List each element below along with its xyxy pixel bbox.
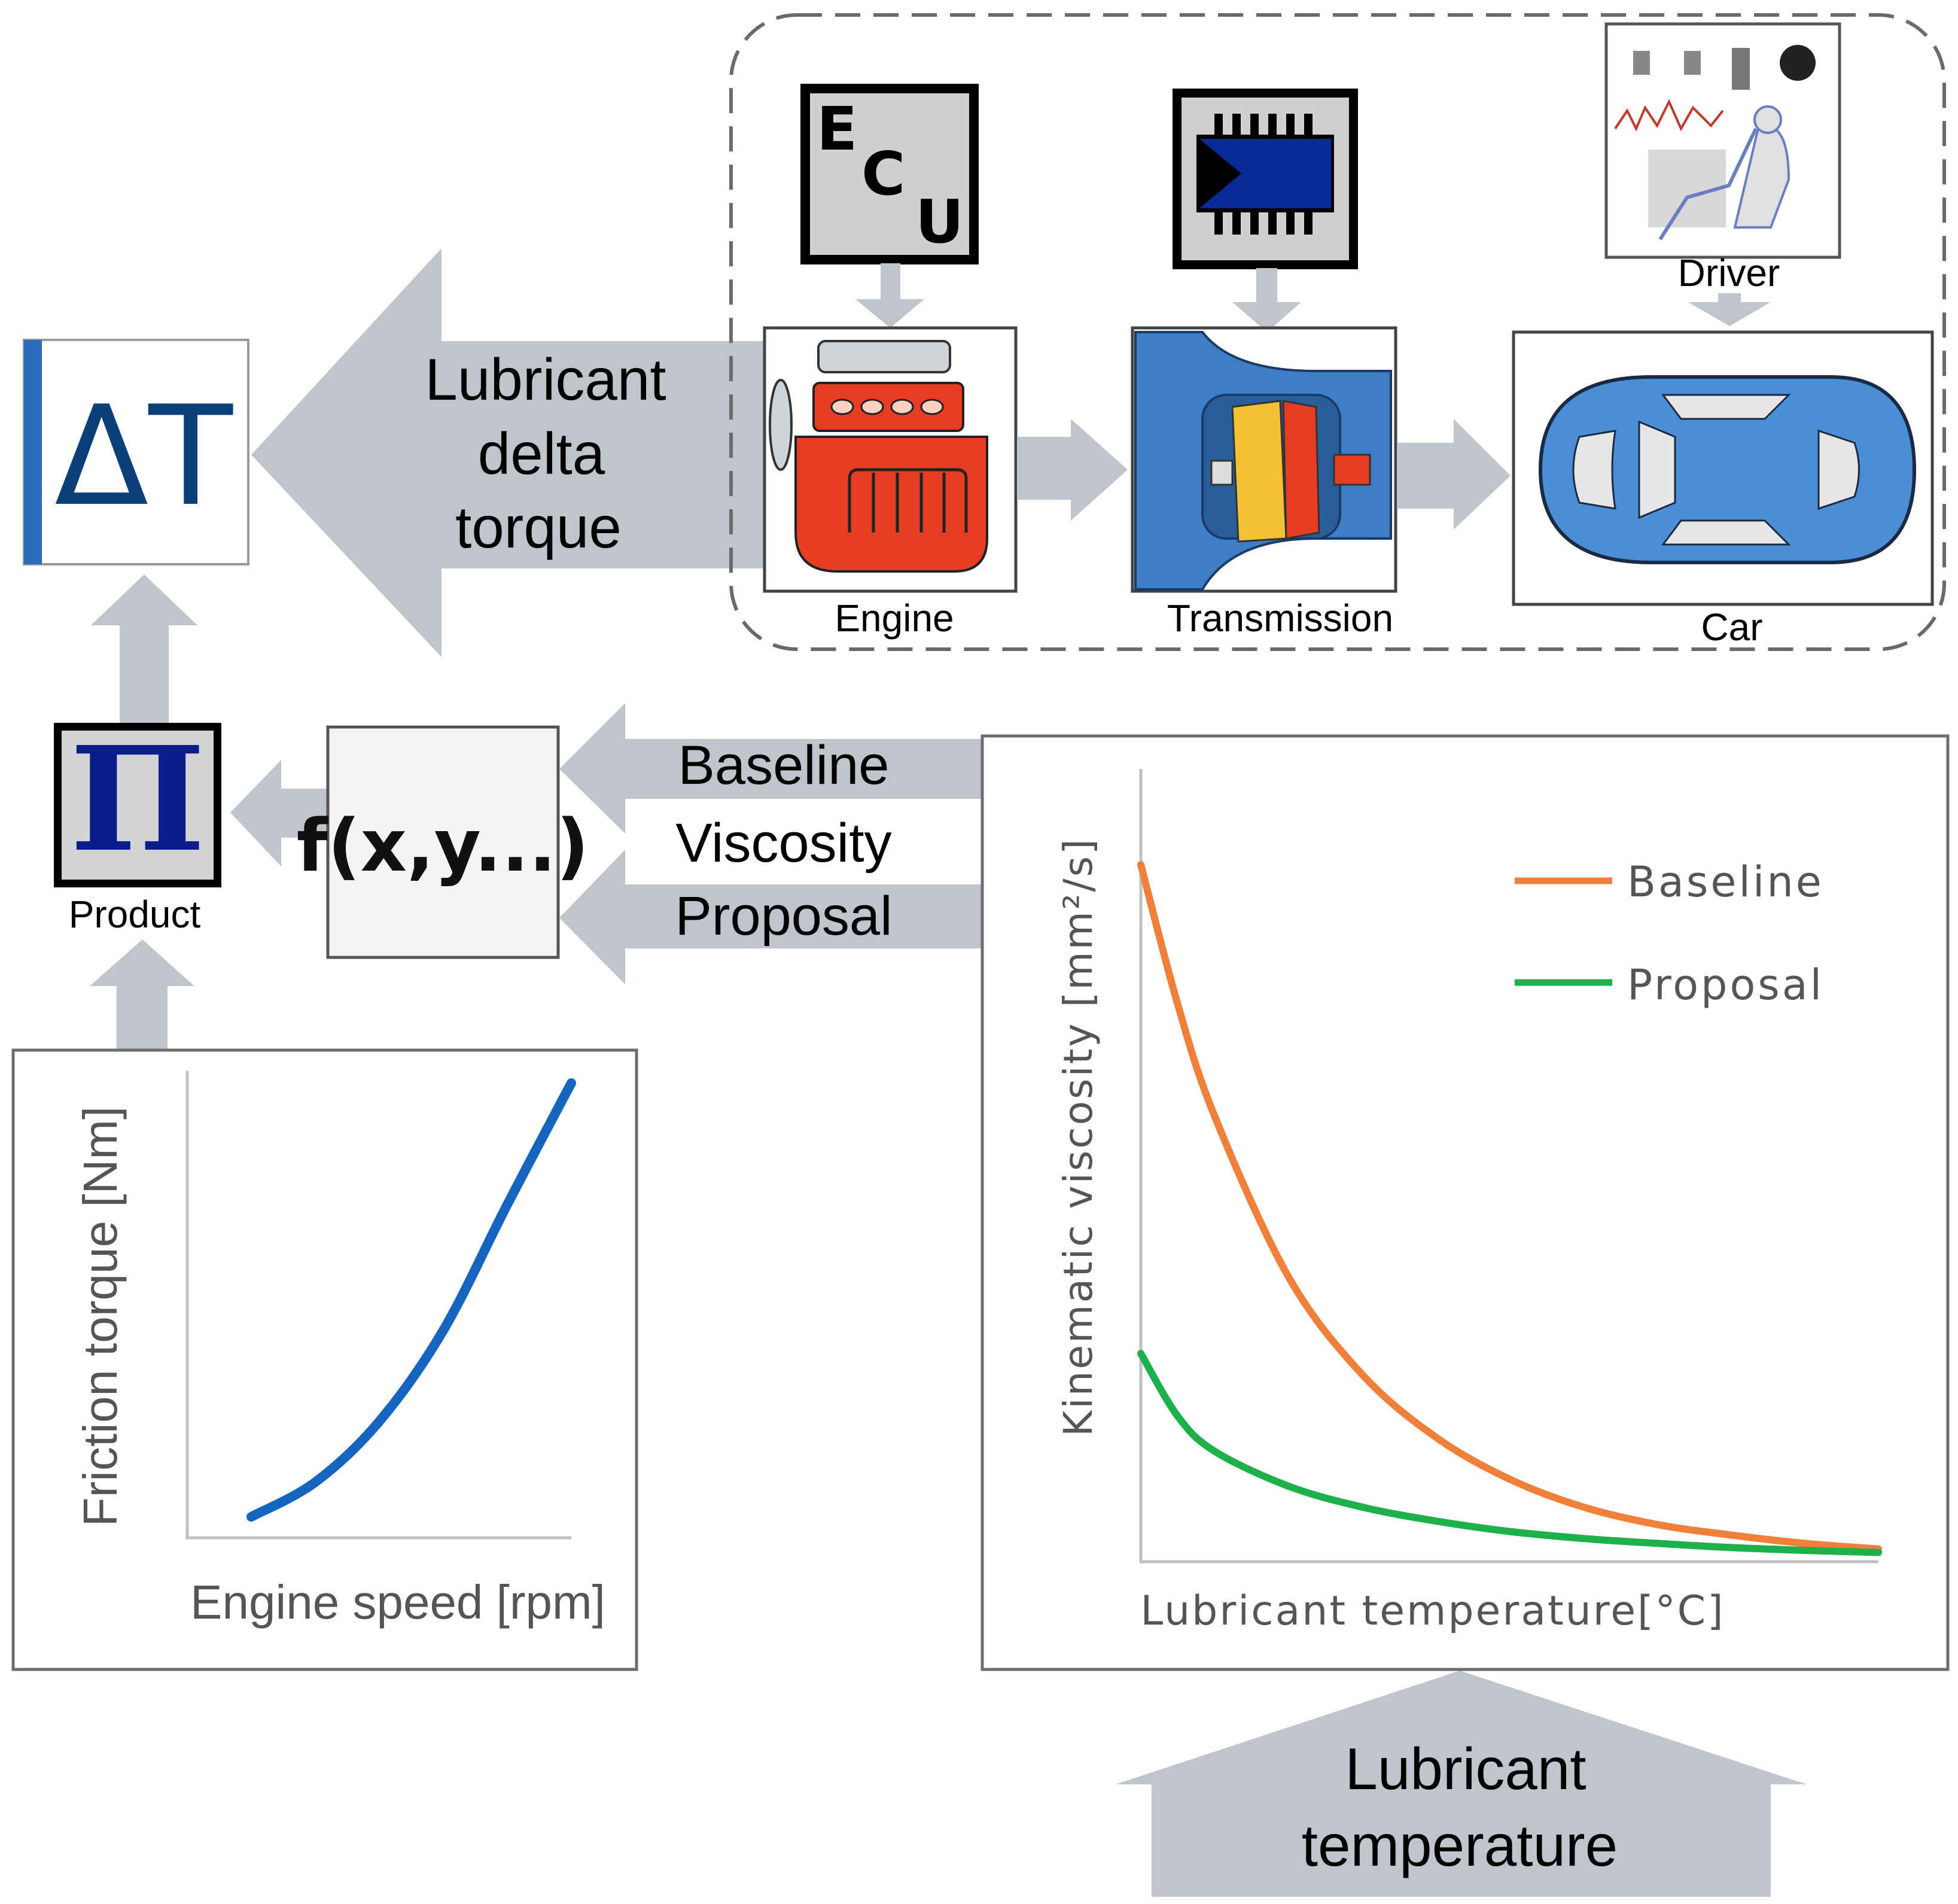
product-label: Product — [69, 893, 201, 936]
engine-icon — [769, 340, 988, 573]
function-icon: f(x,y...) — [297, 805, 589, 888]
legend: Baseline Proposal — [1515, 857, 1824, 1009]
ecu-to-engine-arrow — [855, 263, 924, 328]
friction-torque-series-line — [246, 1078, 576, 1522]
lubricant-delta-torque-label: Lubricant delta torque — [425, 346, 666, 560]
transmission-to-car-arrow — [1397, 419, 1511, 530]
arrow-label-line: delta — [478, 421, 605, 486]
viscosity-arrow-label: Viscosity — [675, 813, 891, 874]
tcu-to-transmission-arrow — [1232, 268, 1301, 332]
delta-icon: ΔT — [54, 377, 233, 537]
arrow-label-line: temperature — [1302, 1812, 1618, 1878]
chip-icon — [1196, 114, 1334, 235]
car-icon — [1538, 375, 1917, 564]
delta-torque-block[interactable]: ΔT — [23, 339, 249, 565]
baseline-series-line — [1137, 861, 1882, 1553]
function-to-product-arrow — [230, 760, 328, 866]
gearbox-icon — [1134, 331, 1392, 591]
driver-label: Driver — [1678, 251, 1780, 294]
baseline-arrow-label: Baseline — [678, 735, 890, 796]
engine-block[interactable]: Engine — [763, 326, 1018, 640]
legend-label-proposal: Proposal — [1627, 960, 1824, 1009]
friction-x-axis-label: Engine speed [rpm] — [190, 1575, 605, 1629]
driver-block[interactable]: Driver — [1604, 22, 1841, 294]
function-block[interactable]: f(x,y...) — [297, 725, 589, 959]
legend-label-baseline: Baseline — [1627, 857, 1824, 907]
ecu-block[interactable]: E C U — [800, 84, 979, 264]
lubricant-temperature-label: Lubricant temperature — [1302, 1736, 1618, 1878]
product-to-delta-arrow — [91, 574, 197, 727]
product-icon: Π — [70, 715, 206, 884]
engine-label: Engine — [835, 597, 954, 640]
viscosity-x-axis-label: Lubricant temperature[°C] — [1140, 1587, 1725, 1635]
viscosity-chart: Baseline Proposal Lubricant temperature[… — [980, 734, 1950, 1671]
ecu-letter: E — [817, 94, 857, 164]
lubricant-delta-torque-arrow — [251, 248, 766, 657]
ecu-icon: E C U — [817, 94, 964, 257]
friction-to-product-arrow — [90, 939, 194, 1053]
ecu-letter: U — [915, 187, 964, 257]
car-label: Car — [1701, 606, 1762, 649]
friction-y-axis-label: Friction torque [Nm] — [74, 1106, 127, 1526]
lubricant-temperature-arrow — [1116, 1671, 1807, 1897]
product-block[interactable]: Π Product — [54, 715, 221, 936]
transmission-label: Transmission — [1167, 597, 1393, 640]
proposal-series-line — [1137, 1349, 1882, 1556]
delta-block-accent-bar — [24, 340, 42, 564]
vehicle-model-group — [729, 13, 1946, 651]
ecu-letter: C — [861, 139, 905, 209]
baseline-arrow — [559, 703, 981, 834]
viscosity-y-axis-label: Kinematic viscosity [mm²/s] — [1055, 837, 1101, 1437]
driver-icon — [1614, 45, 1816, 241]
arrow-label-line: Lubricant — [1345, 1736, 1586, 1802]
transmission-controller-block[interactable] — [1173, 89, 1358, 269]
proposal-arrow — [559, 850, 981, 984]
friction-chart: Engine speed [rpm] Friction torque [Nm] — [11, 1048, 638, 1671]
engine-to-transmission-arrow — [1017, 419, 1128, 521]
arrow-label-line: Lubricant — [425, 346, 666, 412]
driver-to-car-arrow — [1688, 293, 1771, 326]
arrow-label-line: torque — [455, 494, 622, 560]
transmission-block[interactable]: Transmission — [1131, 326, 1397, 640]
viscosity-arrow-labels: Baseline Viscosity Proposal — [675, 735, 892, 947]
proposal-arrow-label: Proposal — [675, 886, 892, 947]
car-block[interactable]: Car — [1512, 330, 1934, 649]
